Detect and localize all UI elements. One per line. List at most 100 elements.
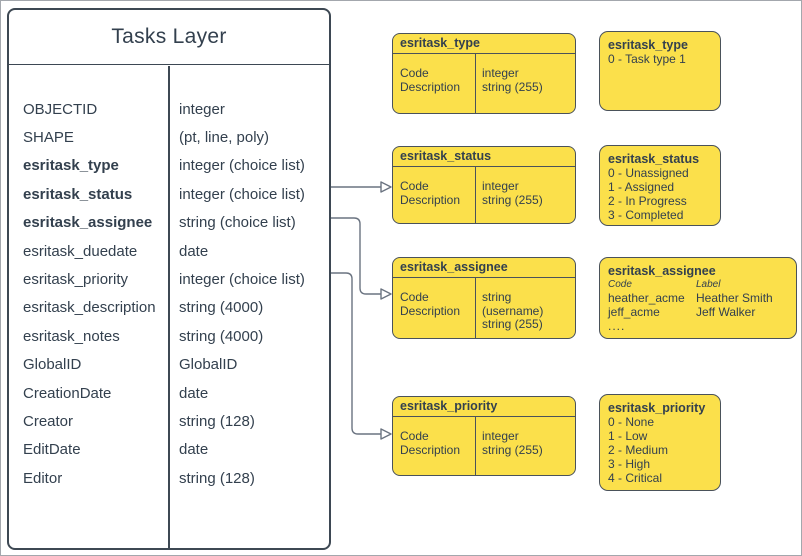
value-line: 0 - Task type 1 bbox=[608, 52, 686, 66]
domain-field-type: integer bbox=[482, 179, 519, 193]
domain-table-assignee-title: esritask_assignee bbox=[393, 258, 575, 278]
arrowhead-status bbox=[380, 181, 392, 193]
assignee-col-label: Label bbox=[696, 279, 721, 290]
field-type: (pt, line, poly) bbox=[179, 129, 270, 147]
field-row: esritask_type integer (choice list) bbox=[9, 152, 329, 180]
field-type: integer (choice list) bbox=[179, 157, 305, 175]
domain-table-type-title: esritask_type bbox=[393, 34, 575, 54]
field-name: SHAPE bbox=[23, 129, 74, 147]
domain-field-name: Description bbox=[400, 303, 461, 318]
field-type: string (4000) bbox=[179, 327, 264, 345]
field-name: esritask_type bbox=[23, 157, 119, 175]
field-name: CreationDate bbox=[23, 384, 112, 402]
value-line: 2 - Medium bbox=[608, 443, 669, 457]
connector-priority bbox=[331, 272, 381, 435]
field-type: string (128) bbox=[179, 469, 255, 487]
field-row: esritask_priority integer (choice list) bbox=[9, 265, 329, 293]
field-type: GlobalID bbox=[179, 356, 238, 374]
value-list-type-values: 0 - Task type 1 bbox=[608, 52, 712, 66]
field-name: esritask_duedate bbox=[23, 242, 138, 260]
value-line: 1 - Assigned bbox=[608, 180, 675, 194]
domain-field-name: Description bbox=[400, 79, 461, 94]
tasks-layer-title: Tasks Layer bbox=[9, 10, 329, 65]
field-name: Editor bbox=[23, 469, 63, 487]
value-line: 3 - Completed bbox=[608, 208, 684, 222]
arrowhead-priority bbox=[380, 428, 392, 440]
domain-field-name: Description bbox=[400, 192, 461, 207]
domain-field-type: string (username) bbox=[482, 290, 544, 318]
domain-field-type: string (255) bbox=[482, 442, 543, 457]
assignee-label: Jeff Walker bbox=[696, 305, 756, 319]
assignee-col-code: Code bbox=[608, 279, 632, 290]
field-row: Creator string (128) bbox=[9, 407, 329, 435]
field-types: string (username)string (255) bbox=[482, 290, 575, 332]
divider bbox=[475, 167, 477, 223]
domain-field-type: string (255) bbox=[482, 192, 543, 207]
divider bbox=[475, 54, 477, 113]
connector-assignee bbox=[331, 217, 381, 295]
value-list-assignee[interactable]: esritask_assignee Code Label heather_acm… bbox=[599, 257, 797, 339]
field-name: EditDate bbox=[23, 441, 81, 459]
domain-table-priority-title: esritask_priority bbox=[393, 397, 575, 417]
divider bbox=[475, 417, 477, 475]
arrowhead-assignee bbox=[380, 288, 392, 300]
assignee-more-ellipsis: .... bbox=[608, 319, 626, 333]
value-line: 0 - Unassigned bbox=[608, 166, 689, 180]
field-type: integer bbox=[179, 100, 225, 118]
field-row: Editor string (128) bbox=[9, 464, 329, 492]
field-row: OBJECTID integer bbox=[9, 95, 329, 123]
field-row: esritask_description string (4000) bbox=[9, 294, 329, 322]
divider bbox=[475, 278, 477, 338]
field-type: integer (choice list) bbox=[179, 271, 305, 289]
field-name: Creator bbox=[23, 412, 74, 430]
field-name: esritask_description bbox=[23, 299, 156, 317]
field-type: date bbox=[179, 384, 209, 402]
field-type: string (128) bbox=[179, 412, 255, 430]
value-line: 0 - None bbox=[608, 415, 655, 429]
value-list-type[interactable]: esritask_type 0 - Task type 1 bbox=[599, 31, 721, 111]
field-name: esritask_priority bbox=[23, 271, 129, 289]
value-list-assignee-title: esritask_assignee bbox=[608, 264, 716, 278]
field-type: date bbox=[179, 441, 209, 459]
domain-field-name: Code bbox=[400, 290, 429, 304]
domain-field-name: Code bbox=[400, 429, 429, 443]
field-type: date bbox=[179, 242, 209, 260]
domain-field-type: integer bbox=[482, 429, 519, 443]
domain-field-type: string (255) bbox=[482, 317, 543, 331]
field-name: GlobalID bbox=[23, 356, 82, 374]
field-name: OBJECTID bbox=[23, 100, 98, 118]
field-type: string (4000) bbox=[179, 299, 264, 317]
assignee-code: jeff_acme bbox=[608, 305, 660, 319]
field-row: SHAPE (pt, line, poly) bbox=[9, 123, 329, 151]
value-line: 4 - Critical bbox=[608, 471, 663, 485]
domain-table-status-title: esritask_status bbox=[393, 147, 575, 167]
domain-field-type: integer bbox=[482, 66, 519, 80]
field-row: CreationDate date bbox=[9, 379, 329, 407]
domain-field-name: Code bbox=[400, 66, 429, 80]
